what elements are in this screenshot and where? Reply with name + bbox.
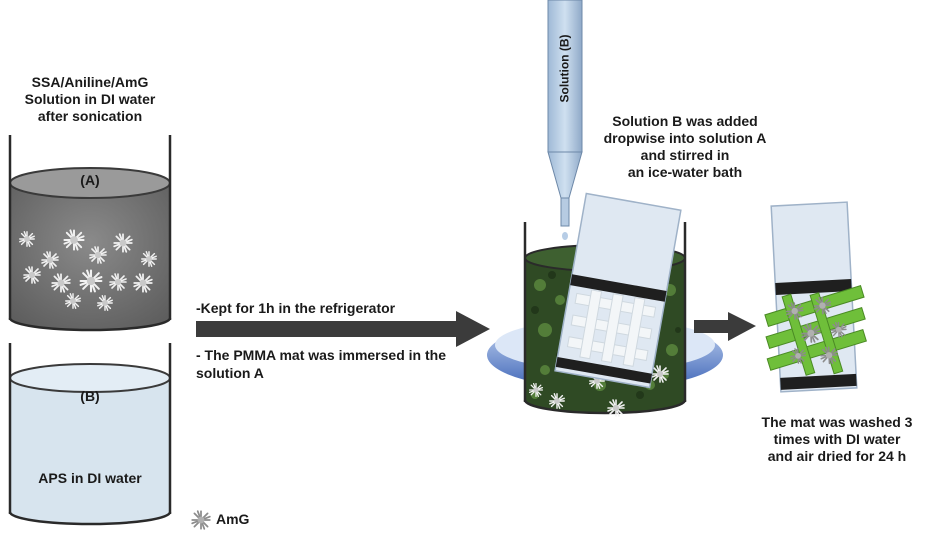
step1-line1: -Kept for 1h in the refrigerator bbox=[196, 300, 396, 316]
final-mat bbox=[764, 201, 867, 393]
step2-text: Solution B was added dropwise into solut… bbox=[580, 113, 790, 181]
beaker-b bbox=[8, 343, 172, 526]
step1-text-lower: - The PMMA mat was immersed in the solut… bbox=[196, 346, 516, 382]
beaker-a-caption-line3: after sonication bbox=[37, 108, 143, 124]
step3-line3: and air dried for 24 h bbox=[767, 448, 907, 464]
step1-line2: - The PMMA mat was immersed in the bbox=[196, 347, 446, 363]
step3-line2: times with DI water bbox=[773, 431, 901, 447]
step2-line4: an ice-water bath bbox=[627, 164, 743, 180]
amg-legend-icon bbox=[191, 510, 211, 530]
beaker-a-caption-line1: SSA/Aniline/AmG bbox=[31, 74, 149, 90]
pmma-mat-immersed bbox=[554, 192, 682, 389]
legend-amg-label: AmG bbox=[216, 511, 250, 527]
pipette bbox=[547, 0, 583, 270]
step1-text: -Kept for 1h in the refrigerator bbox=[196, 300, 516, 317]
beaker-b-content: APS in DI water bbox=[38, 470, 142, 486]
step3-text: The mat was washed 3 times with DI water… bbox=[744, 414, 930, 465]
step2-line1: Solution B was added bbox=[612, 113, 758, 129]
arrow-step-1 bbox=[196, 311, 490, 347]
beaker-a-label: (A) bbox=[80, 172, 100, 188]
step2-line3: and stirred in bbox=[640, 147, 730, 163]
beaker-a-caption: SSA/Aniline/AmG Solution in DI water aft… bbox=[0, 74, 180, 125]
step3-line1: The mat was washed 3 bbox=[761, 414, 913, 430]
beaker-a bbox=[8, 135, 172, 332]
arrow-step-2 bbox=[694, 312, 756, 341]
beaker-a-caption-line2: Solution in DI water bbox=[24, 91, 156, 107]
step1-line3: solution A bbox=[196, 365, 264, 381]
pipette-label: Solution (B) bbox=[557, 34, 572, 103]
beaker-b-label: (B) bbox=[80, 388, 100, 404]
step2-line2: dropwise into solution A bbox=[603, 130, 767, 146]
